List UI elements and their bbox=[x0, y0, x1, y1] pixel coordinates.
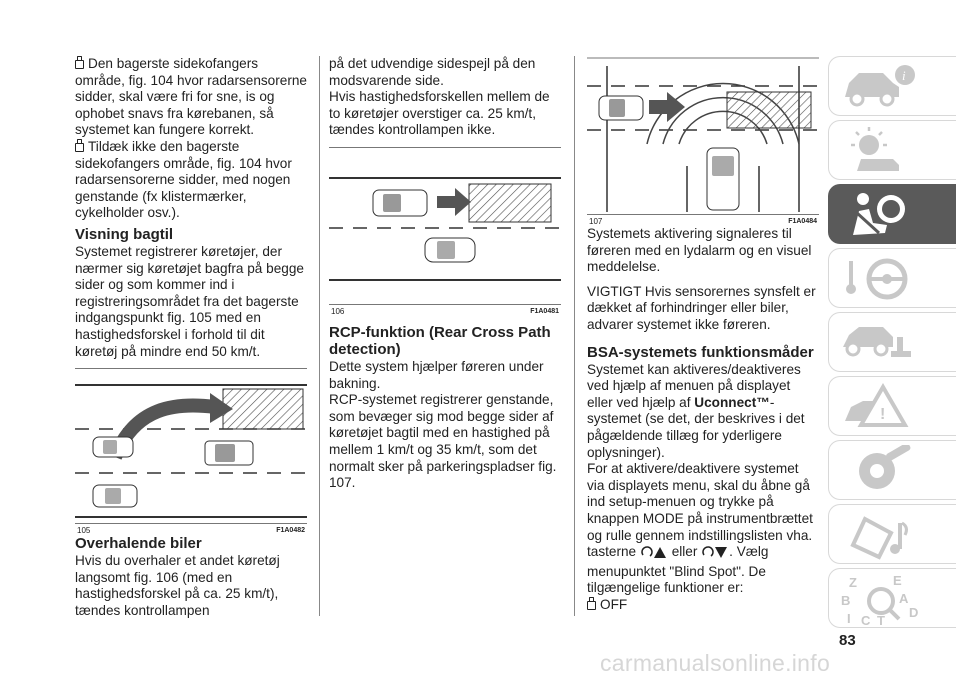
index-letter: C bbox=[861, 613, 871, 628]
watermark: carmanualsonline.info bbox=[600, 650, 831, 676]
body-paragraph: Dette system hjælper føreren under bakni… bbox=[329, 358, 544, 391]
bullet-icon bbox=[587, 596, 596, 610]
steering-key-icon bbox=[846, 258, 908, 300]
column-divider bbox=[319, 56, 320, 616]
figure-106: 106 F1A0481 bbox=[329, 156, 561, 316]
maintenance-icon bbox=[859, 445, 911, 489]
body-paragraph: Systemet registrerer køretøjer, der nærm… bbox=[75, 243, 304, 359]
figure-caption: 105 F1A0482 bbox=[75, 523, 307, 536]
tab-emergency[interactable] bbox=[828, 312, 956, 372]
figure-105: 105 F1A0482 bbox=[75, 377, 307, 535]
divider bbox=[75, 368, 307, 370]
down-arrow-key-icon bbox=[701, 545, 729, 564]
rear-cross-path-diagram bbox=[587, 57, 819, 212]
page-number: 83 bbox=[839, 632, 856, 649]
tab-car-info[interactable]: i bbox=[828, 56, 956, 116]
section-heading: RCP-funktion (Rear Cross Path detection) bbox=[329, 323, 551, 358]
up-arrow-key-icon bbox=[640, 545, 668, 564]
index-letter: Z bbox=[849, 575, 857, 590]
tab-maintenance[interactable] bbox=[828, 440, 956, 500]
bullet-paragraph: OFF bbox=[587, 596, 819, 614]
body-paragraph: Hvis hastighedsforskellen mellem de to k… bbox=[329, 89, 550, 138]
index-letter: I bbox=[847, 611, 851, 626]
body-paragraph: på det udvendige sidespejl på den modsva… bbox=[329, 56, 536, 88]
tab-multimedia[interactable] bbox=[828, 504, 956, 564]
index-letter: A bbox=[899, 591, 909, 606]
index-letter: B bbox=[841, 593, 850, 608]
car-info-icon: i bbox=[845, 65, 915, 107]
svg-text:!: ! bbox=[880, 406, 885, 423]
section-heading: Overhalende biler bbox=[75, 535, 202, 553]
tab-index[interactable]: Z E B A D I C T bbox=[828, 568, 956, 628]
bullet-icon bbox=[75, 138, 84, 152]
warning-triangle-icon: ! bbox=[845, 383, 909, 427]
svg-text:i: i bbox=[902, 68, 906, 83]
column-left: Den bagerste sidekofangers område, fig. … bbox=[75, 56, 307, 619]
index-letter: D bbox=[909, 605, 918, 620]
dashboard-light-icon bbox=[851, 127, 899, 171]
section-heading: BSA-systemets funktionsmåder bbox=[587, 343, 814, 361]
figure-caption: 107 F1A0484 bbox=[587, 214, 819, 227]
section-heading: Visning bagtil bbox=[75, 225, 174, 243]
body-paragraph: For at aktivere/deaktivere systemet via … bbox=[587, 461, 813, 596]
body-paragraph: Systemet kan aktiveres/deaktiveres ved h… bbox=[587, 361, 805, 460]
bullet-paragraph: Tildæk ikke den bagerste sidekofangers o… bbox=[75, 138, 292, 221]
chapter-tabs: i bbox=[828, 56, 956, 632]
column-right: 107 F1A0484 Systemets aktivering signale… bbox=[587, 56, 819, 613]
index-letters-icon: Z E B A D I C T bbox=[841, 573, 918, 628]
airbag-seat-icon bbox=[853, 193, 905, 235]
bullet-icon bbox=[75, 56, 84, 69]
bullet-paragraph: Den bagerste sidekofangers område, fig. … bbox=[75, 56, 307, 138]
body-paragraph: Systemets aktivering signaleres til føre… bbox=[587, 226, 812, 275]
figure-caption: 106 F1A0481 bbox=[329, 303, 561, 317]
column-middle: på det udvendige sidespejl på den modsva… bbox=[329, 56, 561, 492]
column-divider bbox=[574, 56, 575, 616]
tab-starting-driving[interactable] bbox=[828, 248, 956, 308]
body-paragraph: Hvis du overhaler et andet køretøj langs… bbox=[75, 553, 280, 618]
tab-dashboard-lights[interactable] bbox=[828, 120, 956, 180]
index-letter: T bbox=[877, 613, 885, 628]
figure-107: 107 F1A0484 bbox=[587, 56, 819, 226]
speed-difference-diagram bbox=[329, 176, 561, 281]
music-icon bbox=[850, 516, 908, 560]
tab-safety[interactable] bbox=[828, 184, 956, 244]
car-jack-icon bbox=[843, 327, 911, 357]
divider bbox=[329, 146, 561, 148]
overtake-diagram bbox=[75, 384, 307, 519]
index-letter: E bbox=[893, 573, 902, 588]
body-paragraph: RCP-systemet registrerer genstande, som … bbox=[329, 392, 557, 491]
tab-warnings[interactable]: ! bbox=[828, 376, 956, 436]
body-paragraph: VIGTIGT Hvis sensorernes synsfelt er dæk… bbox=[587, 283, 816, 332]
